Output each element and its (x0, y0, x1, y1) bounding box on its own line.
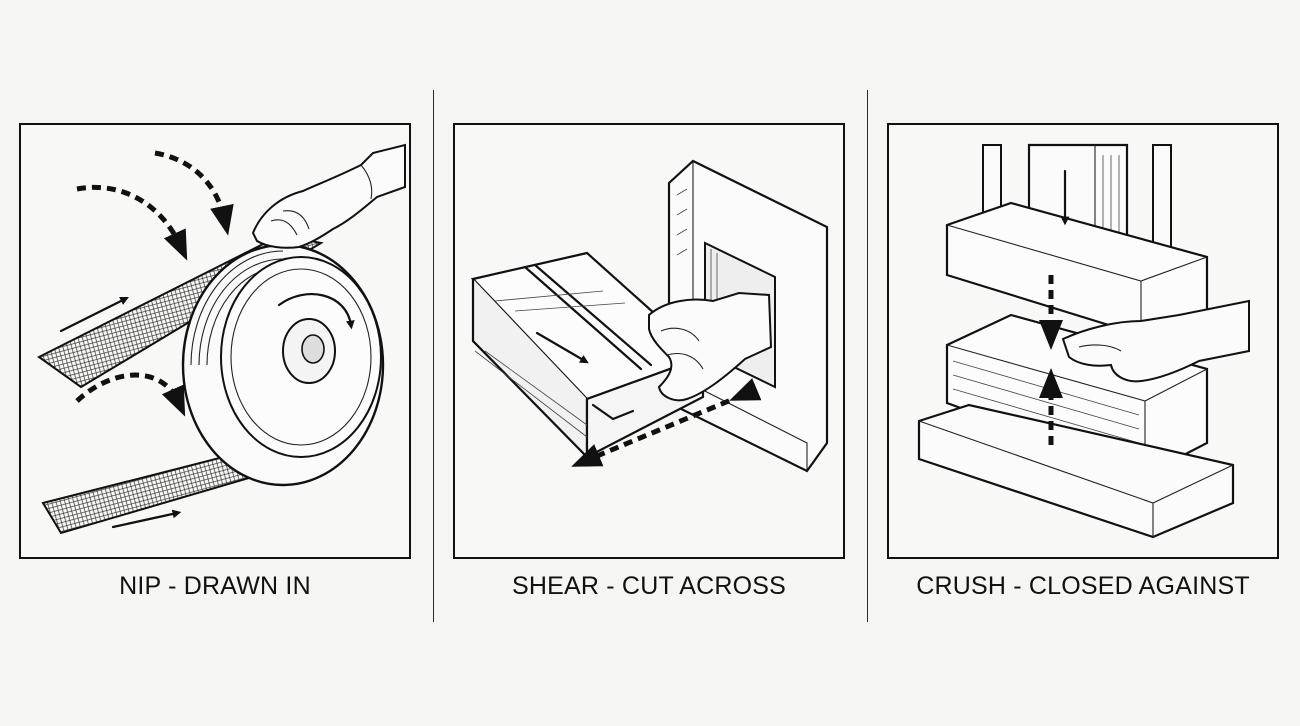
caption-crush: CRUSH - CLOSED AGAINST (916, 572, 1250, 600)
press-crush-illustration (917, 143, 1250, 539)
caption-shear: SHEAR - CUT ACROSS (511, 572, 787, 600)
sliding-table-shear-illustration (470, 159, 829, 473)
belt-pulley-nip-illustration (37, 143, 406, 535)
panel-divider-2 (867, 90, 868, 622)
panel-crush (887, 123, 1279, 559)
panel-divider-1 (433, 90, 434, 622)
panel-shear (453, 123, 845, 559)
panel-nip (19, 123, 411, 559)
caption-nip: NIP - DRAWN IN (119, 572, 311, 600)
